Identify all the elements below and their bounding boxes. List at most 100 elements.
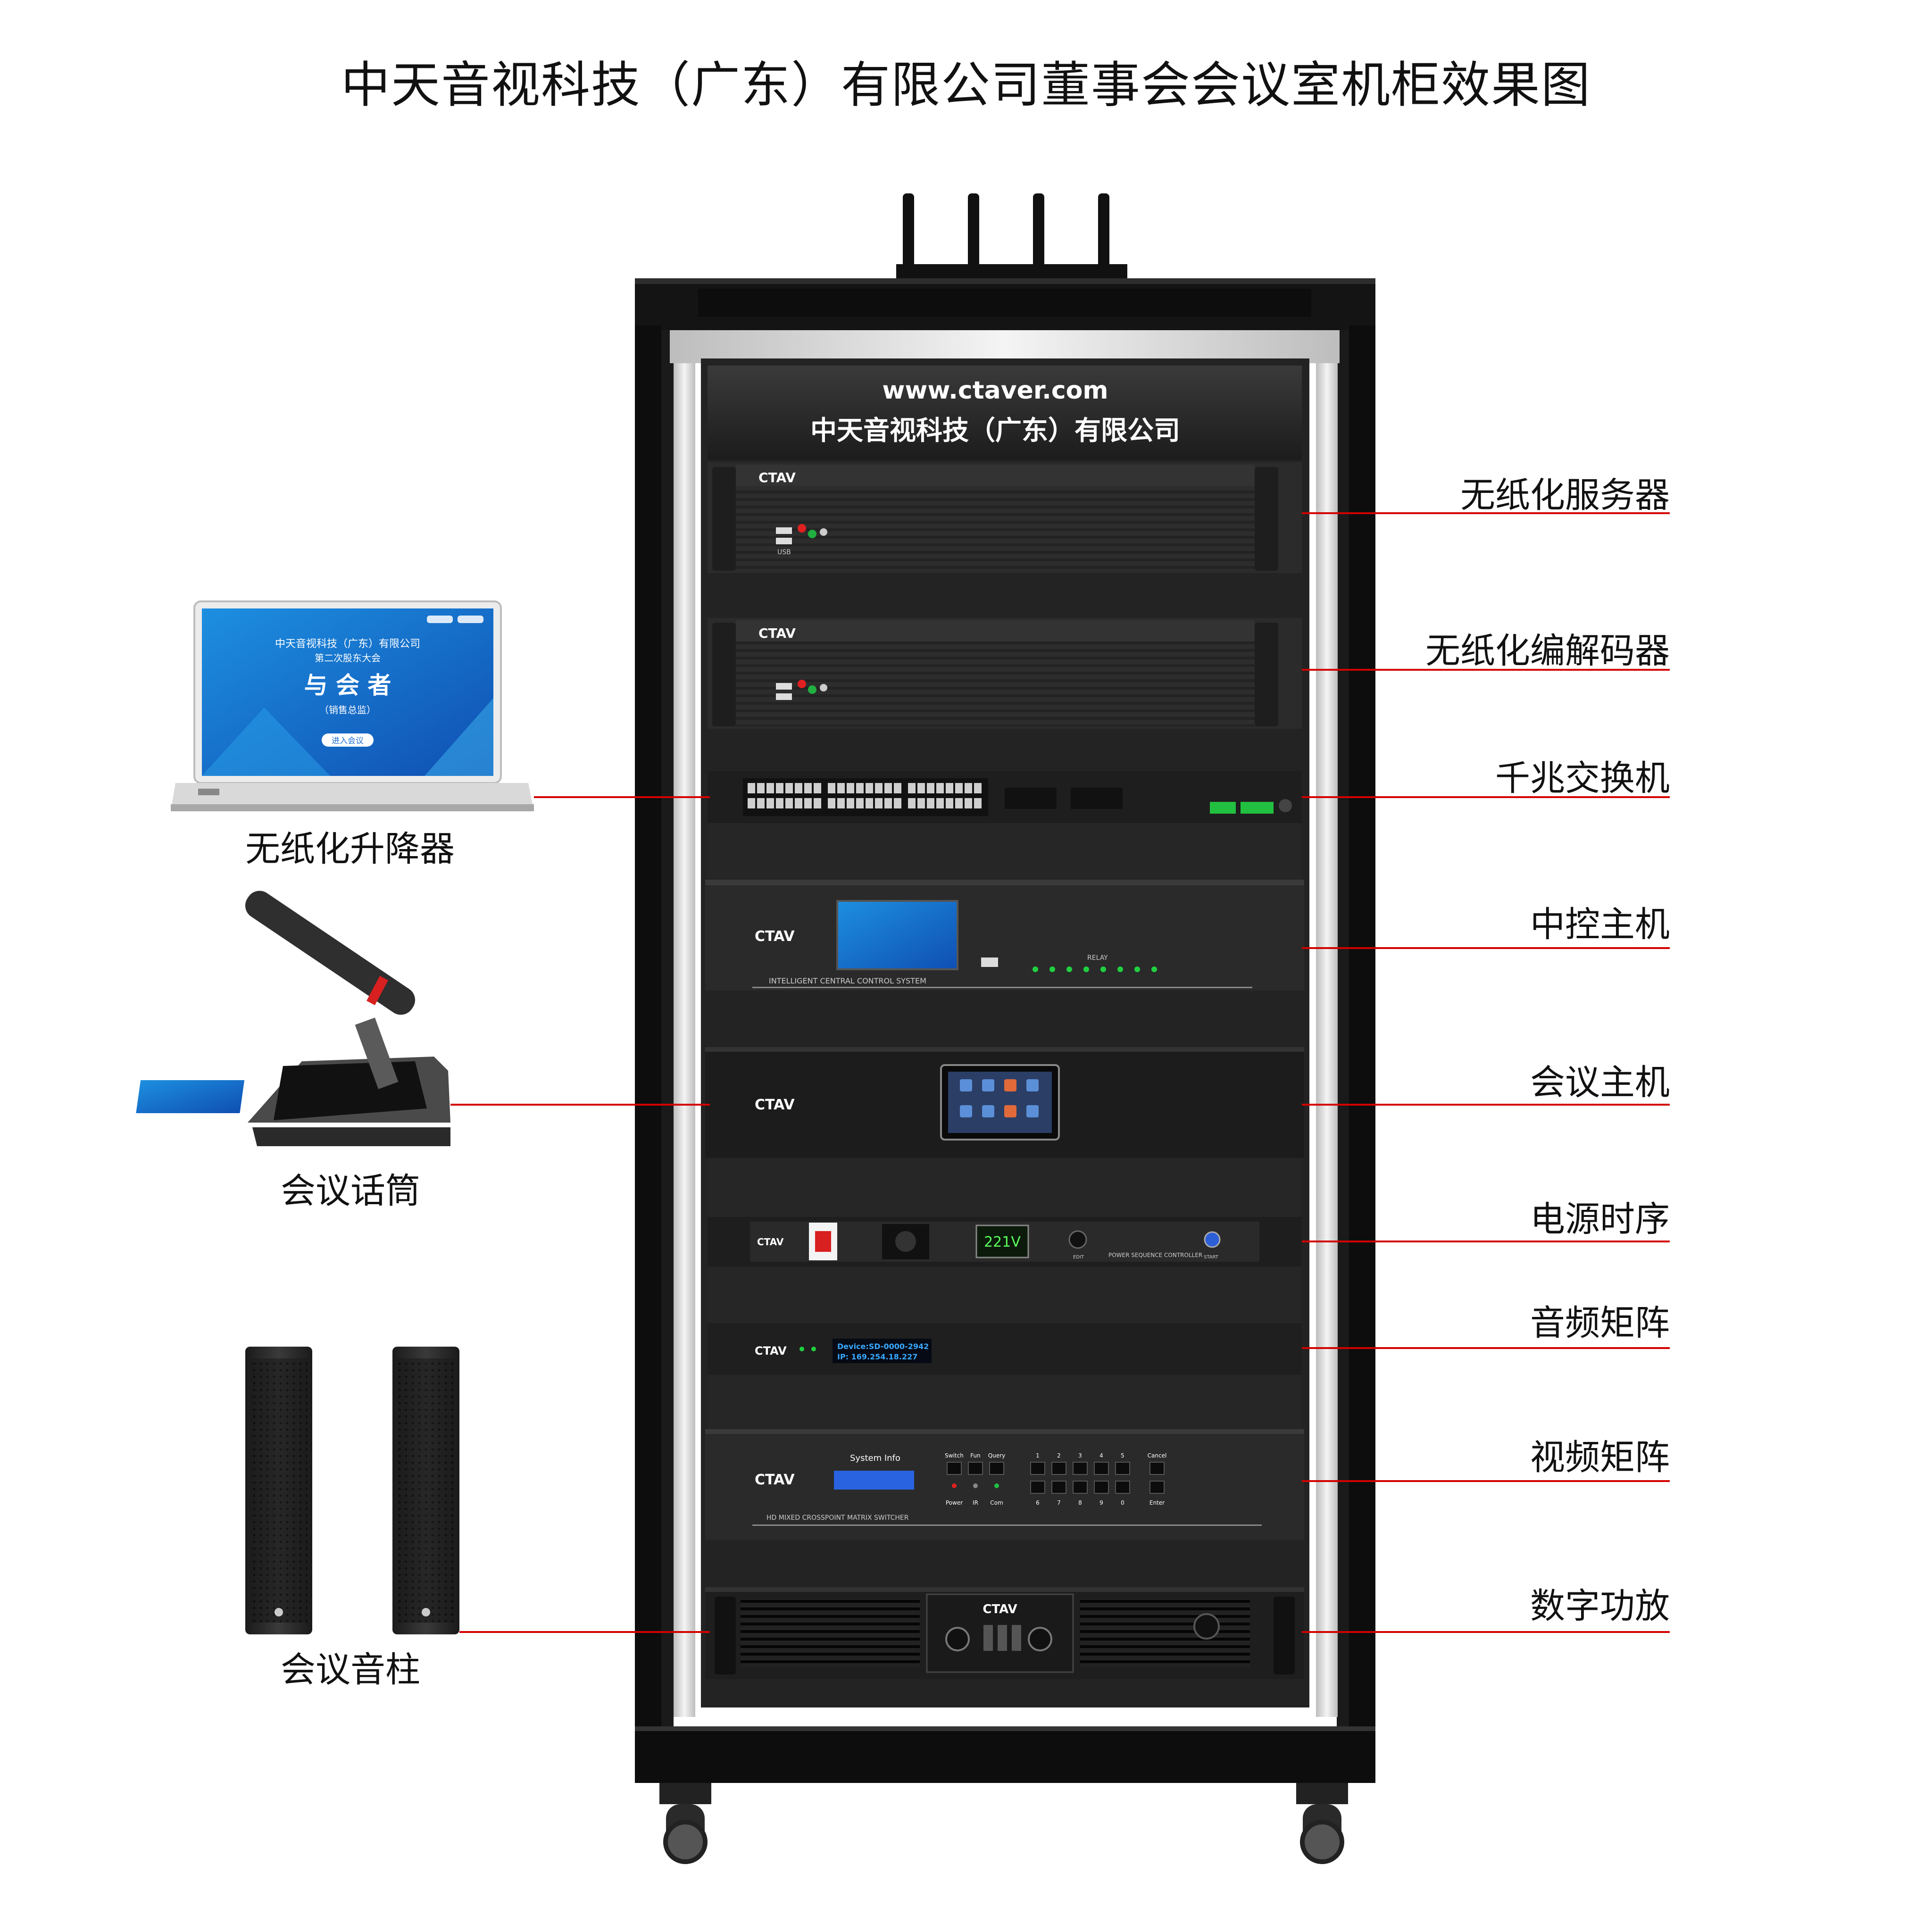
switch-port: [776, 783, 783, 793]
label-video-matrix: 视频矩阵: [1530, 1437, 1670, 1478]
matrix-key: [1094, 1481, 1109, 1494]
audio-device: Device:SD-0000-2942: [837, 1342, 929, 1351]
label-digital-amp: 数字功放: [1530, 1586, 1670, 1626]
switch-port: [766, 798, 774, 808]
casters: [659, 1783, 1348, 1864]
matrix-key-label: Switch: [945, 1452, 964, 1459]
switch-port: [936, 783, 944, 793]
switch-port: [908, 798, 916, 808]
label-paperless-codec: 无纸化编解码器: [1425, 631, 1670, 671]
matrix-key: [1149, 1462, 1165, 1475]
label-gigabit-switch: 千兆交换机: [1495, 758, 1670, 799]
switch-port: [866, 798, 873, 808]
switch-port: [828, 783, 835, 793]
switch-port: [814, 798, 821, 808]
conference-app-icon: [960, 1079, 972, 1091]
switch-port: [804, 798, 812, 808]
laptop-company: 中天音视科技（广东）有限公司: [275, 638, 420, 650]
conference-app-icon: [982, 1105, 994, 1117]
switch-port: [837, 783, 845, 793]
label-power-sequencer: 电源时序: [1530, 1199, 1670, 1240]
switch-port: [917, 798, 925, 808]
matrix-key-label: Query: [988, 1452, 1005, 1459]
matrix-indicator: [994, 1483, 999, 1488]
conference-app-icon: [982, 1079, 994, 1091]
power-voltage: 221V: [984, 1234, 1021, 1250]
paperless-lift: 中天音视科技（广东）有限公司 第二次股东大会 与 会 者 （销售总监） 进入会议: [171, 600, 534, 811]
switch-port: [766, 783, 774, 793]
relay-label: RELAY: [1087, 954, 1108, 962]
relay-led: [1083, 966, 1089, 972]
device-power-sequencer: CTAV 221V EDIT POWER SEQUENCE CONTROLLER…: [708, 1217, 1302, 1266]
device-central-control: CTAV RELAY INTELLIGENT CENTRAL CONTROL S…: [705, 880, 1304, 991]
switch-port: [847, 783, 854, 793]
laptop-role: 与 会 者: [304, 672, 391, 699]
switch-port: [974, 798, 982, 808]
brand-website: www.ctaver.com: [882, 376, 1108, 405]
system-info-label: System Info: [850, 1453, 900, 1463]
audio-brand: CTAV: [755, 1344, 787, 1357]
server-usb: USB: [777, 549, 791, 556]
power-start: START: [1204, 1255, 1219, 1260]
label-central-control: 中控主机: [1530, 904, 1670, 945]
switch-port: [757, 798, 765, 808]
power-edit: EDIT: [1073, 1255, 1084, 1260]
matrix-key: [1149, 1481, 1165, 1494]
matrix-key-label: 4: [1099, 1452, 1103, 1459]
relay-led: [1134, 966, 1140, 972]
conference-app-icon: [1004, 1105, 1016, 1117]
switch-port: [974, 783, 982, 793]
switch-port: [965, 783, 972, 793]
device-audio-matrix: CTAV Device:SD-0000-2942 IP: 169.254.18.…: [708, 1323, 1302, 1375]
power-caption: POWER SEQUENCE CONTROLLER: [1108, 1252, 1202, 1258]
switch-port: [748, 798, 755, 808]
switch-port: [866, 783, 873, 793]
conference-speakers: [245, 1347, 459, 1634]
matrix-key-label: IR: [973, 1499, 978, 1506]
switch-port: [894, 783, 901, 793]
matrix-key: [1115, 1462, 1130, 1475]
control-caption: INTELLIGENT CENTRAL CONTROL SYSTEM: [769, 976, 926, 985]
switch-port: [847, 798, 854, 808]
matrix-key-label: 5: [1121, 1452, 1124, 1459]
switch-port: [748, 783, 755, 793]
matrix-key-label: Power: [946, 1499, 963, 1506]
matrix-key-label: Fun: [970, 1452, 980, 1459]
switch-port: [837, 798, 845, 808]
conference-app-icon: [1026, 1105, 1039, 1117]
switch-port: [875, 798, 883, 808]
label-paperless-lift: 无纸化升降器: [245, 829, 455, 869]
switch-port: [917, 783, 925, 793]
relay-led: [1066, 966, 1072, 972]
device-paperless-server: CTAV USB: [708, 462, 1302, 573]
switch-port: [856, 783, 864, 793]
switch-port: [795, 783, 802, 793]
switch-port: [946, 798, 953, 808]
matrix-key: [947, 1462, 962, 1475]
matrix-key: [1030, 1481, 1045, 1494]
relay-led: [1151, 966, 1157, 972]
conference-app-icon: [1026, 1079, 1039, 1091]
server-brand: CTAV: [758, 470, 796, 485]
matrix-key-label: 2: [1057, 1452, 1061, 1459]
power-brand: CTAV: [757, 1236, 784, 1248]
switch-port: [856, 798, 864, 808]
switch-port: [884, 783, 892, 793]
switch-port: [927, 798, 934, 808]
relay-led: [1049, 966, 1055, 972]
device-conference-host: CTAV: [705, 1047, 1304, 1158]
switch-port: [776, 798, 783, 808]
leader-lines: [450, 512, 1670, 1633]
device-digital-amplifier: CTAV: [705, 1587, 1304, 1679]
device-paperless-codec: CTAV: [708, 618, 1302, 729]
matrix-key-label: Com: [990, 1499, 1003, 1506]
device-gigabit-switch: [708, 771, 1302, 823]
switch-port: [908, 783, 916, 793]
matrix-indicator: [973, 1483, 978, 1488]
relay-led: [1033, 966, 1038, 972]
matrix-key: [1051, 1462, 1066, 1475]
laptop-position: （销售总监）: [319, 704, 376, 716]
matrix-key-label: Cancel: [1148, 1452, 1167, 1459]
label-conference-host: 会议主机: [1530, 1062, 1670, 1103]
